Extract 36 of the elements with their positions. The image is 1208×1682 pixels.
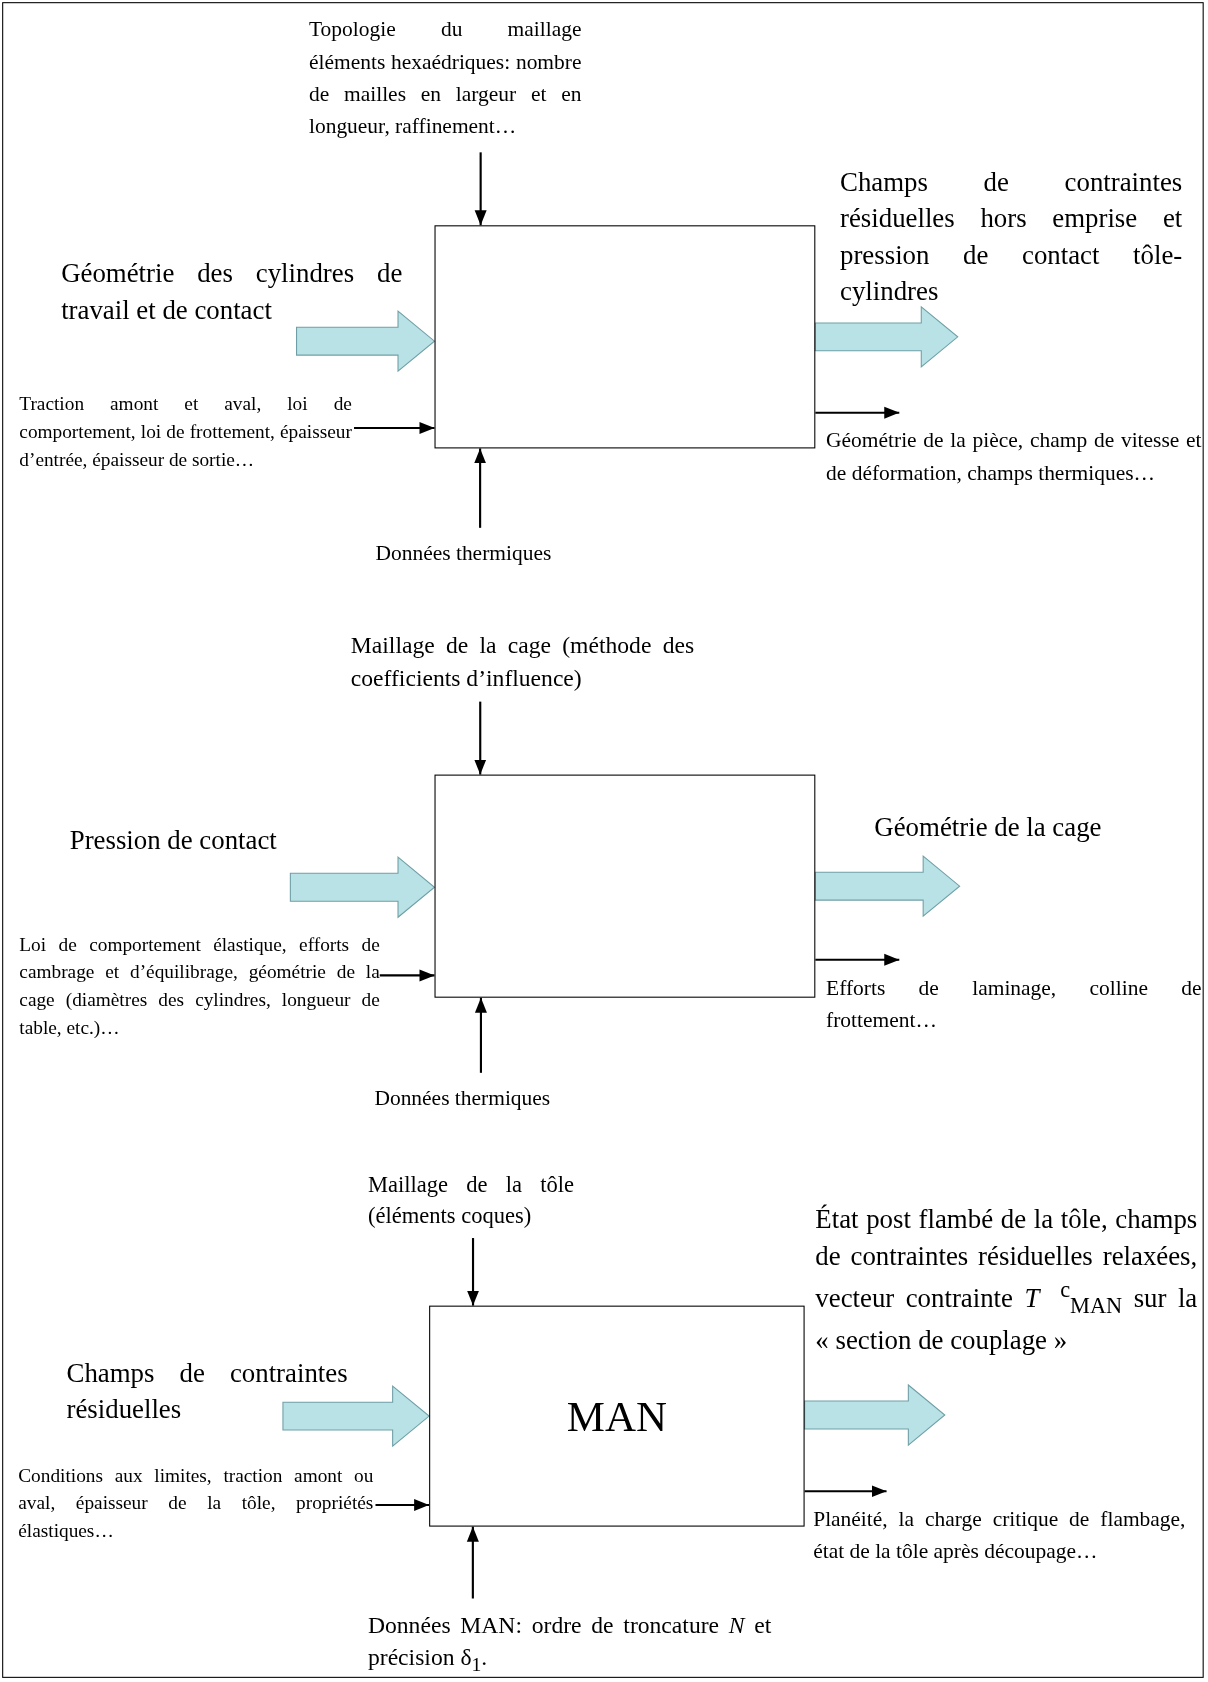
annotation-text: Données MAN: ordre de troncature N et précision δ$_{1}$. — [368, 1609, 772, 1678]
annotation-text: Maillage de la tôle (éléments coques) — [368, 1169, 574, 1233]
annotation-text: Efforts de laminage, colline de frottement… — [826, 970, 1202, 1036]
block-arrow — [282, 1384, 430, 1448]
block-arrow — [296, 310, 436, 373]
arrow — [474, 997, 487, 1073]
annotation-text: Traction amont et aval, loi de comportement, loi de frottement, épaisseur d’entrée, épaisseur de sortie… — [19, 389, 352, 474]
annotation-text: Maillage de la cage (méthode des coefficients d’influence) — [350, 629, 695, 694]
annotation-text: Données thermiques — [374, 1081, 604, 1114]
arrow — [379, 969, 435, 982]
arrow — [474, 152, 487, 226]
annotation-text: Conditions aux limites, traction amont ou aval, épaisseur de la tôle, propriétés élastiques… — [18, 1461, 374, 1546]
annotation-text: Loi de comportement élastique, efforts de cambrage et d’équilibrage, géométrie de la cage (diamètres des cylindres, longueur de table, etc.)… — [19, 930, 380, 1043]
annotation-text: Géométrie de la pièce, champ de vitesse et de déformation, champs thermiques… — [826, 423, 1202, 489]
annotation-text: Données thermiques — [375, 536, 603, 569]
annotation-text: Champs de contraintes résiduelles hors emprise et pression de contact tôle-cylindres — [840, 164, 1183, 311]
block-arrow — [289, 856, 436, 919]
annotation-text: État post flambé de la tôle, champs de contraintes résiduelles relaxées, vecteur contrainte T⃗$^{c}$$_{MAN}$ sur la « section de couplage » — [815, 1201, 1198, 1358]
annotation-text: Pression de contact — [69, 822, 312, 858]
arrow — [474, 701, 487, 775]
annotation-text: Topologie du maillage éléments hexaédriques: nombre de mailles en largeur et en longueur, raffinement… — [308, 12, 582, 142]
annotation-text: Planéité, la charge critique de flambage, état de la tôle après découpage… — [813, 1501, 1186, 1567]
arrow — [467, 1238, 480, 1306]
annotation-text: Champs de contraintes résiduelles — [66, 1354, 348, 1428]
block-arrow — [814, 854, 961, 918]
block-arrow — [804, 1383, 946, 1447]
arrow — [474, 448, 487, 528]
arrow — [354, 422, 435, 434]
arrow — [815, 953, 900, 966]
arrow — [375, 1498, 430, 1511]
annotation-text: Géométrie de la cage — [874, 810, 1143, 845]
arrow — [466, 1526, 479, 1599]
arrow — [815, 406, 900, 419]
arrow — [804, 1485, 887, 1498]
block-arrow — [814, 305, 959, 369]
annotation-text: Géométrie des cylindres de travail et de contact — [61, 255, 403, 329]
